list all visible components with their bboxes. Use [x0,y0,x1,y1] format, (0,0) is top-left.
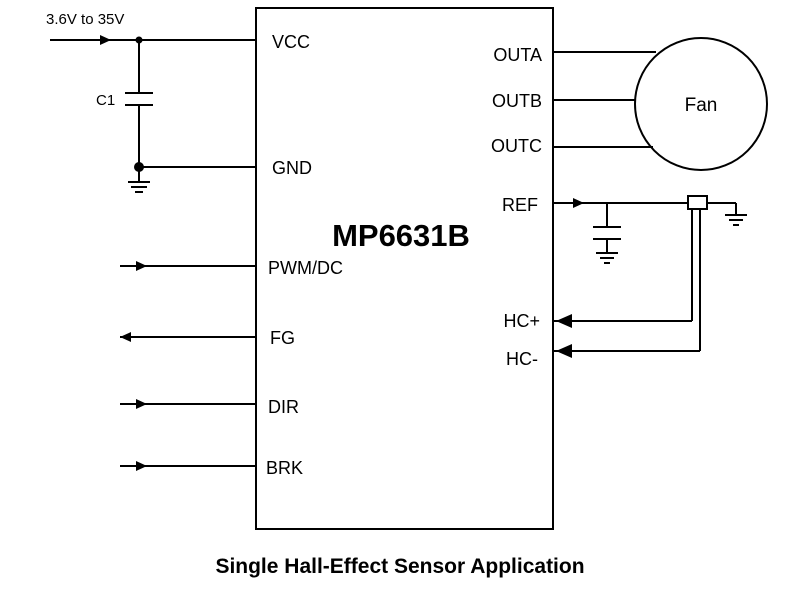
chip-body [255,7,554,530]
supply-arrow [100,35,111,45]
pin-hcm: HC- [506,349,538,369]
pin-brk: BRK [266,458,303,478]
capacitor-label: C1 [96,92,115,109]
hcm-arrow [556,344,572,358]
pin-ref: REF [502,195,538,215]
figure-caption: Single Hall-Effect Sensor Application [215,555,585,578]
pin-outa: OUTA [493,45,542,65]
fg-arrow [120,332,131,342]
fan-label: Fan [685,95,718,116]
pwm-arrow [136,261,147,271]
dir-arrow [136,399,147,409]
junction-supply [135,36,143,44]
pin-vcc: VCC [272,32,310,52]
pin-gnd: GND [272,158,312,178]
chip-name: MP6631B [332,218,470,253]
fan-circle [634,37,768,171]
pin-hcp: HC+ [503,311,540,331]
junction-gnd [134,162,144,172]
pin-dir: DIR [268,397,299,417]
hcp-arrow [556,314,572,328]
pin-outc: OUTC [491,136,542,156]
ref-arrow [573,198,584,208]
hall-sensor [687,195,708,210]
brk-arrow [136,461,147,471]
pin-fg: FG [270,328,295,348]
supply-label: 3.6V to 35V [46,11,124,28]
pin-pwm: PWM/DC [268,258,343,278]
pin-outb: OUTB [492,91,542,111]
